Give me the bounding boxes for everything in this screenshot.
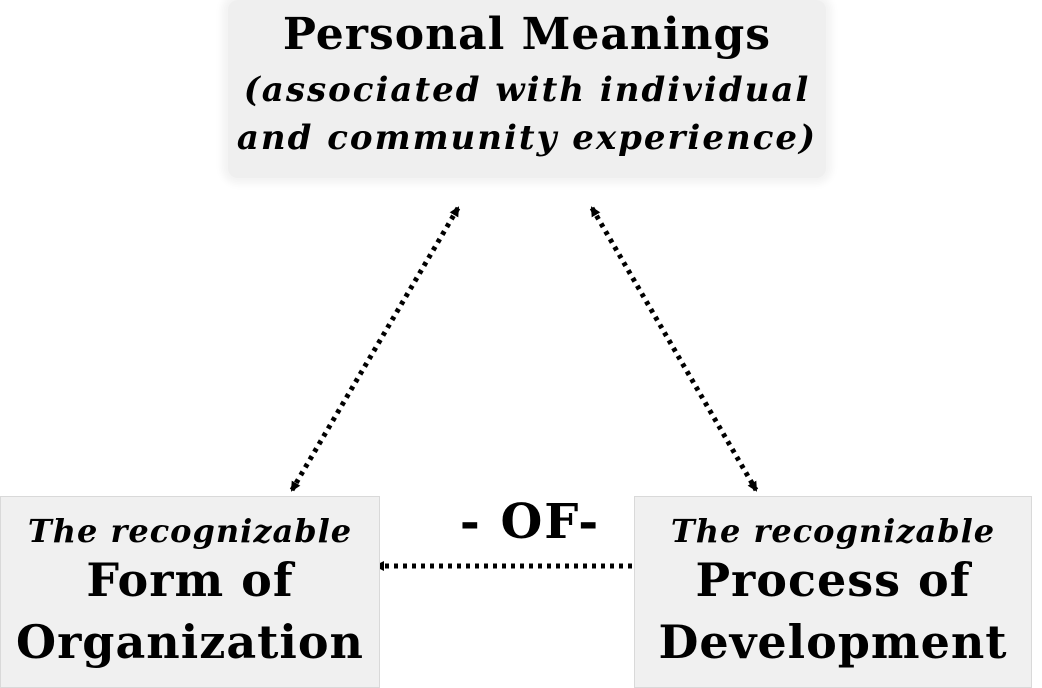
arrow-top-to-right [589, 206, 759, 492]
of-connector-label: - OF- [459, 494, 601, 550]
process-of-development-box: The recognizable Process of Development [634, 496, 1032, 688]
personal-meanings-title: Personal Meanings [282, 9, 772, 60]
personal-meanings-subtitle-line2: and community experience) [236, 118, 818, 158]
personal-meanings-box: Personal Meanings (associated with indiv… [228, 0, 826, 178]
process-of-development-title-line1: Process of [695, 553, 971, 607]
form-of-organization-title-line2: Organization [16, 615, 364, 669]
form-of-organization-box: The recognizable Form of Organization [0, 496, 380, 688]
personal-meanings-subtitle-line1: (associated with individual [243, 70, 811, 110]
form-of-organization-subtitle: The recognizable [27, 512, 353, 550]
form-of-organization-title-line1: Form of [86, 553, 294, 607]
process-of-development-title-line2: Development [658, 615, 1008, 669]
arrow-top-to-left [289, 206, 461, 492]
process-of-development-subtitle: The recognizable [670, 512, 996, 550]
